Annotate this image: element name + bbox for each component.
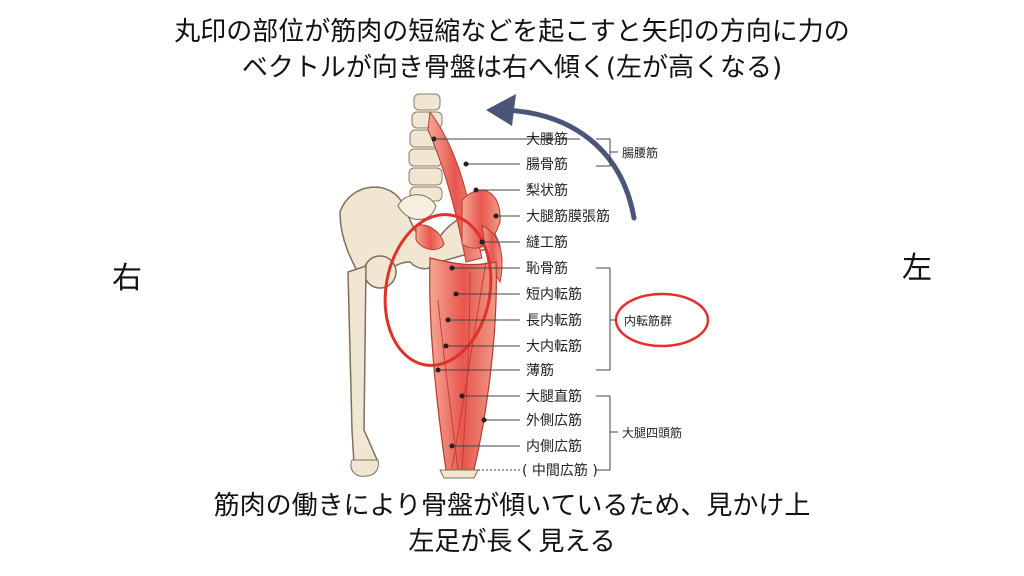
label-psoas-major: 大腰筋 (526, 131, 568, 148)
label-vastus-lateralis: 外側広筋 (526, 412, 582, 429)
label-gracilis: 薄筋 (526, 362, 554, 379)
label-sartorius: 縫工筋 (526, 234, 568, 251)
top-caption-line-2: ベクトルが向き骨盤は右へ傾く(左が高くなる) (241, 53, 783, 83)
bottom-caption-line-1: 筋肉の働きにより骨盤が傾いているため、見かけ上 (213, 491, 811, 521)
side-label-left: 左 (902, 251, 932, 286)
leader-lines (438, 138, 618, 471)
muscle-labels: 大腰筋 腸骨筋 梨状筋 大腿筋膜張筋 縫工筋 恥骨筋 短内転筋 長内転筋 大内転… (522, 131, 610, 479)
label-pectineus: 恥骨筋 (526, 260, 568, 277)
label-group-adductors: 内転筋群 (624, 313, 672, 328)
label-rectus-femoris: 大腿直筋 (526, 388, 582, 405)
label-vastus-medialis: 内側広筋 (526, 438, 582, 455)
label-adductor-magnus: 大内転筋 (526, 338, 582, 355)
leader-dots (431, 136, 499, 449)
label-adductor-longus: 長内転筋 (526, 312, 582, 329)
highlight-circle (383, 213, 493, 367)
right-femur-bone (347, 255, 397, 477)
top-caption-line-1: 丸印の部位が筋肉の短縮などを起こすと矢印の方向に力の (174, 17, 850, 47)
label-group-iliopsoas: 腸腰筋 (622, 145, 658, 160)
bottom-caption: 筋肉の働きにより骨盤が傾いているため、見かけ上 左足が長く見える (0, 488, 1024, 560)
bottom-caption-line-2: 左足が長く見える (408, 527, 616, 557)
side-label-right: 右 (112, 261, 142, 296)
top-caption: 丸印の部位が筋肉の短縮などを起こすと矢印の方向に力の ベクトルが向き骨盤は右へ傾… (0, 14, 1024, 86)
force-direction-arrow (486, 94, 637, 221)
piriformis-muscle (415, 224, 445, 250)
thigh-muscle-mass (429, 257, 497, 471)
label-piriformis: 梨状筋 (526, 182, 568, 199)
label-iliacus: 腸骨筋 (526, 156, 568, 173)
label-tensor-fasciae-latae: 大腿筋膜張筋 (526, 208, 610, 225)
label-adductor-brevis: 短内転筋 (526, 286, 582, 303)
label-vastus-intermedius: ( 中間広筋 ) (522, 462, 598, 479)
label-group-quadriceps: 大腿四頭筋 (622, 425, 682, 440)
